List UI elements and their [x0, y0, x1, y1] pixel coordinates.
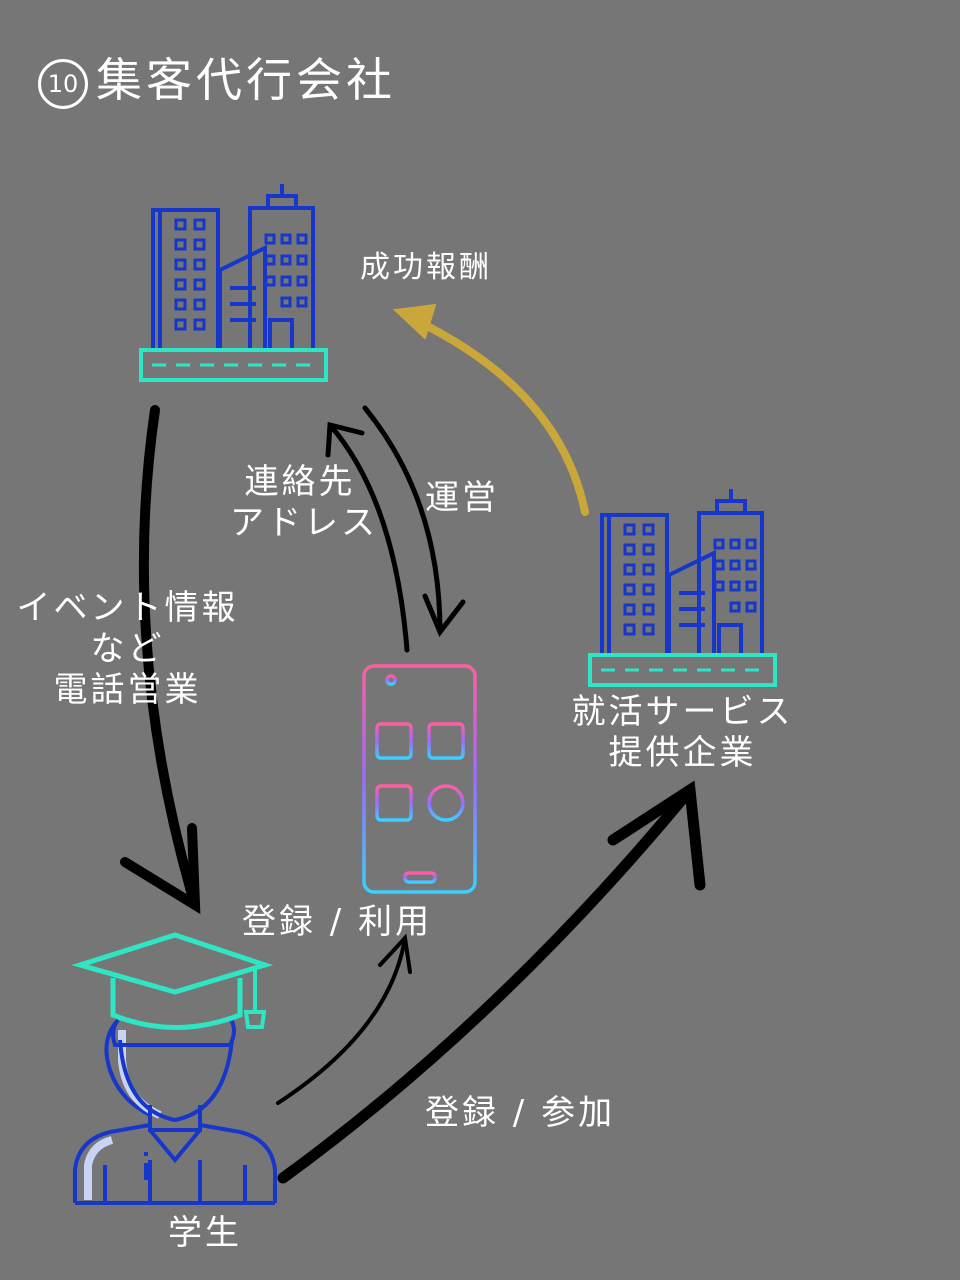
label-register-join: 登録 / 参加 [425, 1093, 616, 1133]
label-event-line3: 電話営業 [53, 669, 202, 710]
arrow-student-to-phone [276, 933, 412, 1105]
label-success-fee: 成功報酬 [360, 250, 492, 285]
label-student: 学生 [168, 1213, 242, 1253]
label-event-info: イベント情報 など 電話営業 [10, 588, 245, 710]
arrow-student-to-jobco [277, 780, 706, 1184]
label-event-line1: イベント情報 [16, 588, 239, 628]
arrow-phone-to-agency [325, 421, 410, 653]
label-jobco-line2: 提供企業 [608, 732, 757, 773]
jobco-building-base [588, 653, 777, 687]
label-event-line2: など [90, 628, 165, 669]
agency-building-base [139, 348, 328, 382]
label-operation: 運営 [425, 478, 499, 518]
graduate-icon [71, 932, 277, 1205]
label-jobco-line1: 就活サービス [571, 692, 794, 732]
smartphone-icon [362, 664, 477, 894]
title-number: 10 [38, 58, 88, 109]
jobco-building-icon [600, 489, 764, 657]
title-text: 集客代行会社 [96, 53, 396, 107]
label-contact-line2: アドレス [230, 502, 378, 543]
arrow-agency-to-phone [362, 405, 466, 637]
agency-building-icon [151, 184, 315, 352]
label-register-use: 登録 / 利用 [242, 902, 433, 942]
label-job-company: 就活サービス 提供企業 [560, 692, 805, 774]
arrow-agency-to-student [120, 405, 201, 915]
label-contact-line1: 連絡先 [244, 462, 356, 502]
arrow-success-fee [392, 303, 589, 516]
label-contact: 連絡先 アドレス [230, 462, 378, 544]
